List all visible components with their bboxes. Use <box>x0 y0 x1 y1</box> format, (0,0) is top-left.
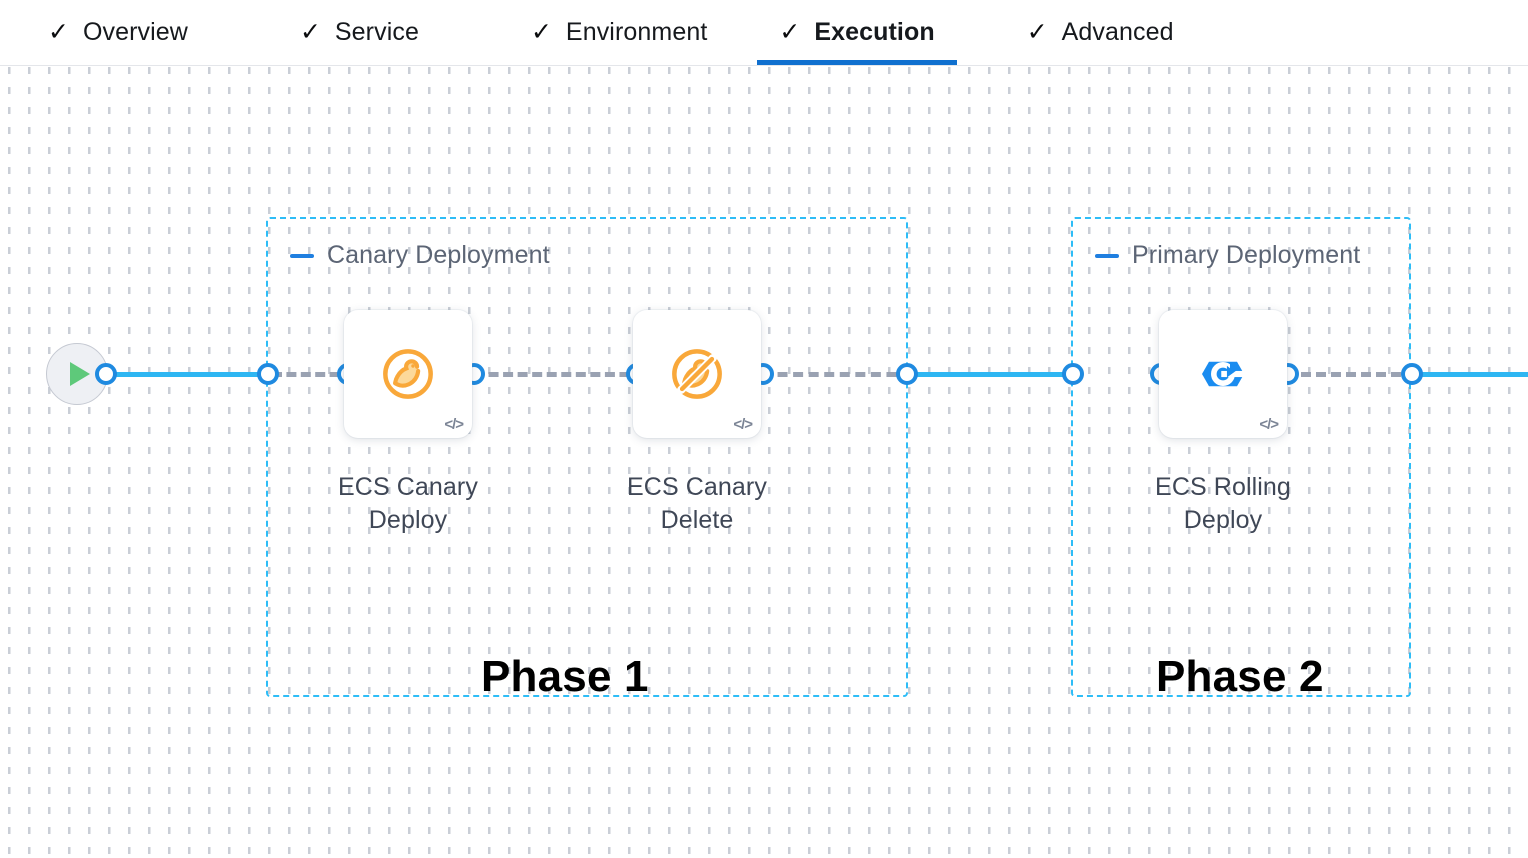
link-rolling-to-primary-exit <box>1286 372 1416 377</box>
node-ecs-canary-delete[interactable]: </> <box>633 310 761 438</box>
port-canary-group-out[interactable] <box>896 363 918 385</box>
annotation-phase-1: Phase 1 <box>481 652 649 701</box>
link-primary-to-next <box>1411 372 1528 377</box>
stage-group-primary-title: Primary Deployment <box>1132 241 1361 269</box>
stage-group-canary[interactable]: Canary Deployment <box>266 217 908 697</box>
node-ecs-rolling-deploy[interactable]: </> <box>1159 310 1287 438</box>
link-canary-entry-to-deploy <box>272 372 354 377</box>
stage-group-primary[interactable]: Primary Deployment <box>1071 217 1411 697</box>
stage-group-primary-header: Primary Deployment <box>1095 241 1360 270</box>
node-label-line1: ECS Canary <box>338 473 478 501</box>
link-start-to-canary <box>104 372 276 377</box>
code-badge-icon[interactable]: </> <box>1259 416 1279 433</box>
tab-advanced-label: Advanced <box>1061 17 1174 46</box>
check-icon: ✓ <box>779 17 801 46</box>
link-delete-to-canary-exit <box>762 372 912 377</box>
node-label-line1: ECS Rolling <box>1155 473 1291 501</box>
check-icon: ✓ <box>1026 17 1048 46</box>
port-start-out[interactable] <box>95 363 117 385</box>
node-label-line2: Delete <box>660 506 734 535</box>
tab-environment-label: Environment <box>565 17 708 46</box>
pipeline-canvas[interactable]: Canary Deployment Primary Deployment <box>0 67 1528 858</box>
code-badge-icon[interactable]: </> <box>733 416 753 433</box>
port-canary-group-in[interactable] <box>257 363 279 385</box>
tab-environment[interactable]: ✓ Environment <box>509 0 729 65</box>
rolling-deploy-icon <box>1202 361 1244 387</box>
stage-group-canary-title: Canary Deployment <box>327 241 550 269</box>
node-label-line2: Deploy <box>368 506 448 535</box>
minus-icon[interactable] <box>290 253 314 258</box>
tab-execution[interactable]: ✓ Execution <box>757 0 958 65</box>
node-ecs-canary-deploy-label: ECS Canary Deploy <box>288 471 528 538</box>
node-ecs-canary-deploy[interactable]: </> <box>344 310 472 438</box>
link-deploy-to-delete <box>474 372 644 377</box>
annotation-phase-2: Phase 2 <box>1156 652 1324 701</box>
tab-service-label: Service <box>334 17 419 46</box>
tab-advanced[interactable]: ✓ Advanced <box>1005 0 1196 65</box>
port-primary-group-in[interactable] <box>1062 363 1084 385</box>
tab-overview-label: Overview <box>82 17 188 46</box>
link-canary-to-primary <box>905 372 1077 377</box>
check-icon: ✓ <box>48 17 69 46</box>
check-icon: ✓ <box>530 17 552 46</box>
stage-group-canary-header: Canary Deployment <box>290 241 550 270</box>
canary-bird-icon <box>383 349 433 399</box>
node-label-line1: ECS Canary <box>627 473 767 501</box>
tab-execution-label: Execution <box>814 17 935 46</box>
check-icon: ✓ <box>299 17 321 46</box>
node-ecs-canary-delete-label: ECS Canary Delete <box>577 471 817 538</box>
node-ecs-rolling-deploy-label: ECS Rolling Deploy <box>1103 471 1343 538</box>
wizard-tab-bar: ✓ Overview ✓ Service ✓ Environment ✓ Exe… <box>0 0 1528 66</box>
play-icon <box>70 362 90 386</box>
code-badge-icon[interactable]: </> <box>444 416 464 433</box>
minus-icon[interactable] <box>1095 253 1119 258</box>
tab-service[interactable]: ✓ Service <box>278 0 441 65</box>
tab-overview[interactable]: ✓ Overview <box>26 0 210 65</box>
port-primary-group-out[interactable] <box>1401 363 1423 385</box>
canary-bird-slash-icon <box>672 349 722 399</box>
node-label-line2: Deploy <box>1183 506 1263 535</box>
